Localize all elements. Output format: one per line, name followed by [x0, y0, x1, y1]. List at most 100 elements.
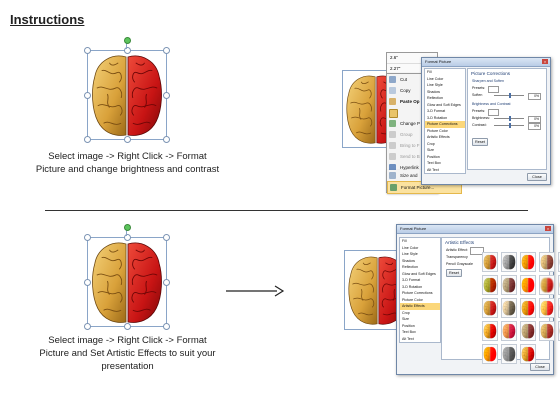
close-button[interactable]: Close — [530, 363, 550, 371]
artistic-effect-thumbnail[interactable] — [501, 252, 517, 272]
nav-item-crop[interactable]: Crop — [427, 141, 435, 146]
resize-handle[interactable] — [124, 323, 131, 330]
presets-dropdown-2[interactable] — [488, 109, 499, 116]
nav-item-3-d-rotation[interactable]: 3-D Rotation — [427, 115, 448, 120]
sharpen-slider[interactable] — [494, 93, 524, 98]
menu-item-paste-options[interactable]: Paste Op — [387, 96, 437, 107]
nav-item-text-box[interactable]: Text Box — [402, 330, 416, 334]
brightness-slider[interactable] — [494, 116, 524, 121]
resize-handle[interactable] — [84, 234, 91, 241]
nav-item-alt-text[interactable]: Alt Text — [402, 336, 414, 341]
contrast-slider-knob[interactable] — [509, 123, 511, 128]
artistic-effect-thumbnail[interactable] — [501, 298, 517, 318]
height-label[interactable]: 2.6" — [390, 55, 398, 60]
nav-item-text-box[interactable]: Text Box — [427, 161, 441, 165]
nav-item-line-color[interactable]: Line Color — [402, 245, 419, 250]
menu-item-send-to-back[interactable]: Send to B — [387, 151, 437, 162]
contrast-slider[interactable] — [494, 123, 524, 128]
resize-handle[interactable] — [124, 47, 131, 54]
menu-item-size-and-position[interactable]: Size and — [387, 170, 437, 181]
close-icon[interactable]: × — [542, 59, 548, 64]
resize-handle[interactable] — [163, 323, 170, 330]
nav-item-picture-color[interactable]: Picture Color — [402, 297, 423, 302]
reset-button[interactable]: Reset — [472, 138, 488, 146]
nav-item-glow-and-soft-edges[interactable]: Glow and Soft Edges — [427, 102, 461, 107]
brightness-slider-knob[interactable] — [509, 116, 511, 121]
presets-dropdown[interactable] — [488, 86, 499, 93]
nav-item-crop[interactable]: Crop — [402, 310, 410, 315]
artistic-effect-thumbnail[interactable] — [539, 252, 555, 272]
nav-item-picture-corrections[interactable]: Picture Corrections — [402, 291, 433, 295]
artistic-effect-thumbnail[interactable] — [520, 298, 536, 318]
sharpen-slider-knob[interactable] — [509, 93, 511, 98]
nav-item-size[interactable]: Size — [427, 148, 434, 152]
nav-item-3-d-rotation[interactable]: 3-D Rotation — [402, 284, 423, 289]
resize-handle[interactable] — [163, 92, 170, 99]
reset-button[interactable]: Reset — [446, 269, 462, 277]
nav-item-artistic-effects[interactable]: Artistic Effects — [400, 303, 440, 310]
nav-item-fill[interactable]: Fill — [427, 70, 432, 74]
artistic-effect-dropdown[interactable] — [470, 247, 484, 255]
artistic-effect-thumbnail[interactable] — [558, 275, 560, 295]
nav-item-position[interactable]: Position — [402, 323, 415, 328]
nav-item-picture-color[interactable]: Picture Color — [427, 128, 448, 133]
menu-item-paste-option-picture[interactable] — [387, 107, 437, 118]
artistic-effect-thumbnail[interactable] — [520, 252, 536, 272]
artistic-effect-thumbnail[interactable] — [558, 252, 560, 272]
artistic-effect-thumbnail[interactable] — [482, 321, 498, 341]
artistic-effect-thumbnail[interactable] — [520, 344, 536, 364]
nav-item-artistic-effects[interactable]: Artistic Effects — [427, 135, 450, 139]
artistic-effect-thumbnail[interactable] — [520, 321, 536, 341]
artistic-effect-thumbnail[interactable] — [501, 275, 517, 295]
artistic-effect-thumbnail[interactable] — [539, 275, 555, 295]
nav-item-size[interactable]: Size — [402, 317, 409, 321]
artistic-effect-thumbnail[interactable] — [482, 252, 498, 272]
resize-handle[interactable] — [163, 234, 170, 241]
close-button[interactable]: Close — [527, 173, 547, 181]
nav-item-line-style[interactable]: Line Style — [427, 83, 443, 87]
sharpen-spinner[interactable]: 0% — [528, 93, 541, 100]
nav-item-3-d-format[interactable]: 3-D Format — [402, 278, 421, 282]
nav-item-picture-corrections[interactable]: Picture Corrections — [425, 121, 465, 128]
contrast-spinner[interactable]: 0% — [528, 123, 541, 130]
nav-item-fill[interactable]: Fill — [402, 239, 407, 243]
nav-item-shadow[interactable]: Shadow — [402, 258, 415, 263]
menu-item-group[interactable]: Group — [387, 129, 437, 140]
nav-item-3-d-format[interactable]: 3-D Format — [427, 109, 446, 113]
artistic-effect-thumbnail[interactable] — [539, 298, 555, 318]
artistic-effect-thumbnail[interactable] — [501, 344, 517, 364]
resize-handle[interactable] — [84, 92, 91, 99]
nav-item-glow-and-soft-edges[interactable]: Glow and Soft Edges — [402, 271, 436, 276]
artistic-effect-thumbnail[interactable] — [558, 321, 560, 341]
resize-handle[interactable] — [163, 136, 170, 143]
nav-item-line-style[interactable]: Line Style — [402, 252, 418, 256]
resize-handle[interactable] — [124, 136, 131, 143]
resize-handle[interactable] — [84, 47, 91, 54]
artistic-effect-thumbnail[interactable] — [482, 275, 498, 295]
artistic-effect-thumbnail[interactable] — [482, 298, 498, 318]
artistic-effect-thumbnail[interactable] — [539, 321, 555, 341]
artistic-effect-thumbnail[interactable] — [501, 321, 517, 341]
menu-item-copy[interactable]: Copy — [387, 85, 437, 96]
rotate-handle[interactable] — [124, 224, 131, 231]
menu-item-bring-to-front[interactable]: Bring to F — [387, 140, 437, 151]
resize-handle[interactable] — [84, 323, 91, 330]
brightness-spinner[interactable]: 0% — [528, 116, 541, 123]
nav-item-reflection[interactable]: Reflection — [402, 265, 418, 269]
artistic-effect-thumbnail[interactable] — [482, 344, 498, 364]
width-label[interactable]: 2.27" — [390, 66, 401, 71]
nav-item-line-color[interactable]: Line Color — [427, 76, 444, 81]
nav-item-shadow[interactable]: Shadow — [427, 89, 440, 94]
resize-handle[interactable] — [84, 279, 91, 286]
selected-brain-image-1[interactable] — [84, 37, 170, 143]
menu-item-change-picture[interactable]: Change P — [387, 118, 437, 129]
menu-item-hyperlink[interactable]: Hyperlink — [387, 162, 437, 173]
selected-brain-image-3[interactable] — [84, 224, 170, 330]
resize-handle[interactable] — [84, 136, 91, 143]
resize-handle[interactable] — [163, 47, 170, 54]
resize-handle[interactable] — [124, 234, 131, 241]
artistic-effect-thumbnail[interactable] — [520, 275, 536, 295]
artistic-effect-thumbnail[interactable] — [558, 298, 560, 318]
nav-item-position[interactable]: Position — [427, 154, 440, 159]
resize-handle[interactable] — [163, 279, 170, 286]
